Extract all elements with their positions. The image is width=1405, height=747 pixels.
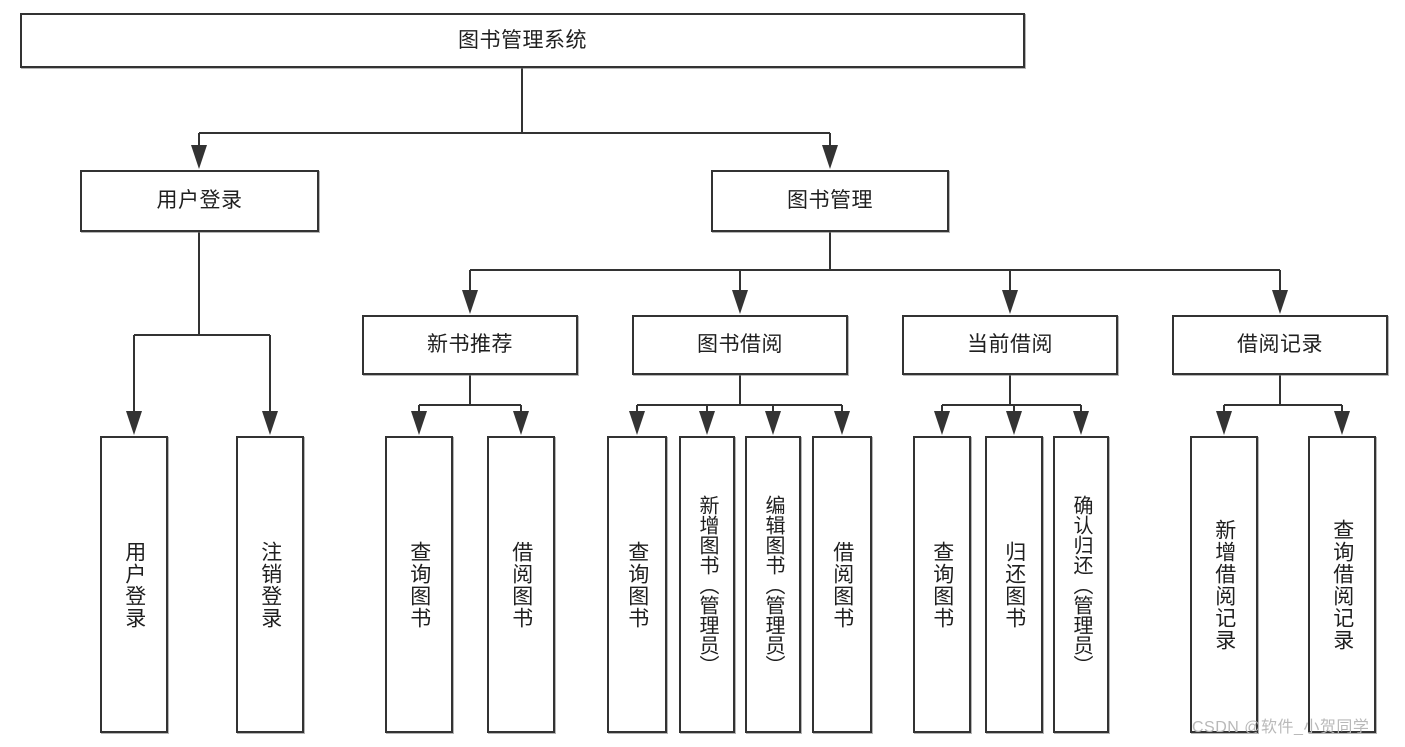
- node-label-leaf-query-record: 查询借阅记录: [1330, 518, 1354, 651]
- node-label-leaf-borrow-book-2: 借阅图书: [830, 540, 854, 629]
- connector-root-to-level2: [191, 68, 838, 169]
- connector-new-book-rec-to-leaves: [411, 375, 529, 435]
- node-book-manage[interactable]: 图书管理: [711, 170, 949, 232]
- connector-current-borrow-to-leaves: [934, 375, 1089, 435]
- node-leaf-query-record[interactable]: 查询借阅记录: [1308, 436, 1376, 733]
- node-label-leaf-return-book: 归还图书: [1002, 540, 1026, 629]
- node-leaf-logout[interactable]: 注销登录: [236, 436, 304, 733]
- node-leaf-query-book-1[interactable]: 查询图书: [385, 436, 453, 733]
- node-borrow-record[interactable]: 借阅记录: [1172, 315, 1388, 375]
- node-leaf-return-book[interactable]: 归还图书: [985, 436, 1043, 733]
- node-leaf-borrow-book-2[interactable]: 借阅图书: [812, 436, 872, 733]
- node-label-leaf-query-book-3: 查询图书: [930, 540, 954, 629]
- node-current-borrow[interactable]: 当前借阅: [902, 315, 1118, 375]
- watermark-text: CSDN @软件_小贺同学: [1192, 719, 1370, 736]
- node-new-book-rec[interactable]: 新书推荐: [362, 315, 578, 375]
- node-leaf-borrow-book-1[interactable]: 借阅图书: [487, 436, 555, 733]
- node-label-leaf-add-book: 新增图书（管理员）: [696, 494, 718, 675]
- node-root[interactable]: 图书管理系统: [20, 13, 1025, 68]
- node-label-leaf-edit-book: 编辑图书（管理员）: [762, 494, 784, 675]
- node-label-leaf-logout: 注销登录: [258, 540, 282, 629]
- node-leaf-add-book[interactable]: 新增图书（管理员）: [679, 436, 735, 733]
- node-label-leaf-query-book-1: 查询图书: [407, 540, 431, 629]
- node-label-book-manage: 图书管理: [787, 189, 873, 213]
- connector-book-borrow-to-leaves: [629, 375, 850, 435]
- node-leaf-query-book-2[interactable]: 查询图书: [607, 436, 667, 733]
- node-leaf-confirm-return[interactable]: 确认归还（管理员）: [1053, 436, 1109, 733]
- node-label-new-book-rec: 新书推荐: [427, 333, 513, 357]
- node-label-user-login: 用户登录: [156, 189, 243, 213]
- node-label-leaf-borrow-book-1: 借阅图书: [509, 540, 533, 629]
- node-leaf-user-login[interactable]: 用户登录: [100, 436, 168, 733]
- node-label-root: 图书管理系统: [458, 28, 587, 52]
- node-leaf-add-record[interactable]: 新增借阅记录: [1190, 436, 1258, 733]
- node-leaf-edit-book[interactable]: 编辑图书（管理员）: [745, 436, 801, 733]
- node-leaf-query-book-3[interactable]: 查询图书: [913, 436, 971, 733]
- node-label-leaf-user-login: 用户登录: [122, 540, 146, 629]
- connector-book-manage-to-level3: [462, 232, 1288, 314]
- node-label-leaf-add-record: 新增借阅记录: [1212, 518, 1236, 651]
- node-user-login[interactable]: 用户登录: [80, 170, 319, 232]
- node-label-leaf-confirm-return: 确认归还（管理员）: [1070, 494, 1092, 675]
- node-label-borrow-record: 借阅记录: [1237, 333, 1323, 357]
- connector-user-login-to-leaves: [126, 232, 278, 435]
- connector-borrow-record-to-leaves: [1216, 375, 1350, 435]
- node-label-current-borrow: 当前借阅: [967, 333, 1053, 357]
- node-label-leaf-query-book-2: 查询图书: [625, 540, 649, 629]
- node-label-book-borrow: 图书借阅: [697, 333, 783, 357]
- node-book-borrow[interactable]: 图书借阅: [632, 315, 848, 375]
